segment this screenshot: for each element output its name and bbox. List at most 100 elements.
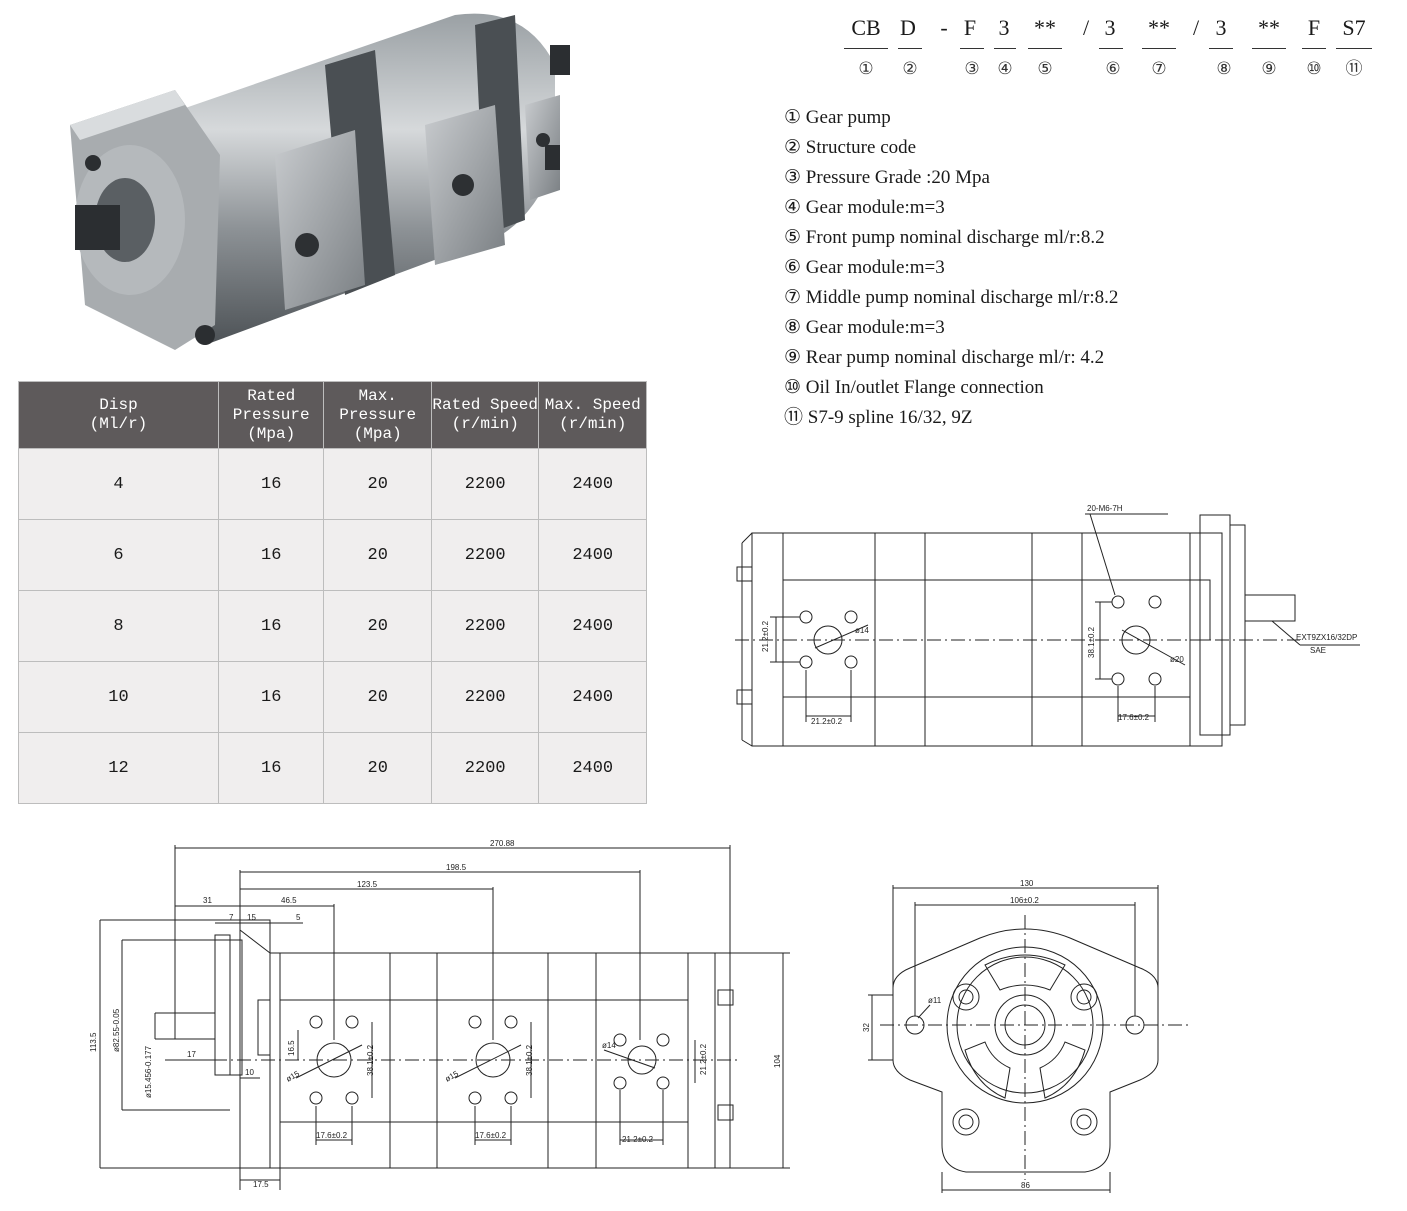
code-underline [1336,48,1372,49]
legend-number: ③ [784,167,802,188]
table-cell: 12 [18,732,219,804]
dim-label: 38.1±0.2 [1087,626,1096,658]
side-port-3 [603,1033,696,1145]
table-cell: 2400 [538,590,647,662]
table-cell: 20 [323,590,432,662]
code-part-cb: CB [851,15,881,40]
dim-label: ø14 [602,1041,616,1050]
dim-label: 86 [1021,1181,1030,1190]
code-underline [1252,48,1286,49]
legend-text: Rear pump nominal discharge ml/r: 4.2 [805,347,1105,368]
legend-text: S7-9 spline 16/32, 9Z [807,407,973,428]
dim-label: ø15 [444,1069,461,1084]
table-cell: 2400 [538,661,647,733]
legend-text: Oil In/outlet Flange connection [805,377,1044,398]
code-part-3c: 3 [1215,15,1227,40]
table-header-row: Disp(Ml/r) Rated Pressure(Mpa) Max. Pres… [18,381,647,449]
legend-item: ③ Pressure Grade :20 Mpa [784,163,1384,193]
table-cell: 2200 [430,448,540,520]
code-underline [898,48,922,49]
code-number: ① [858,59,874,78]
code-legend: ① Gear pump ② Structure code ③ Pressure … [784,103,1384,433]
legend-text: Pressure Grade :20 Mpa [805,167,990,188]
code-part-f: F [963,15,977,40]
dim-label: ø14 [855,626,869,635]
front-port [770,610,869,722]
column-header: Rated Speed(r/min) [430,381,540,449]
table-cell: 2400 [538,448,647,520]
legend-item: ⑨ Rear pump nominal discharge ml/r: 4.2 [784,343,1384,373]
code-number: ⑧ [1216,59,1232,78]
dim-label: ø15 [285,1069,302,1084]
legend-number: ④ [784,197,802,218]
table-row: 6 16 20 2200 2400 [18,519,647,591]
table-cell: 16 [217,661,325,733]
code-part-dash: - [940,15,948,40]
front-dimensions [868,885,1159,1193]
legend-number: ⑩ [784,377,802,398]
gear-pump-photo [70,13,570,350]
legend-item: ⑤ Front pump nominal discharge ml/r:8.2 [784,223,1384,253]
legend-number: ② [784,137,802,158]
code-number: ⑩ [1306,59,1322,78]
code-part-stars-a: ** [1034,15,1056,40]
dim-label: 21.2±0.2 [761,620,770,652]
code-part-3a: 3 [998,15,1010,40]
code-part-stars-c: ** [1258,15,1280,40]
code-number: ⑥ [1105,59,1121,78]
dim-label: 106±0.2 [1010,896,1039,905]
top-view-outline [735,514,1300,747]
column-header: Rated Pressure(Mpa) [217,381,325,449]
table-cell: 2200 [430,519,540,591]
legend-number: ⑪ [784,407,804,428]
table-cell: 16 [217,732,325,804]
side-view-drawing: 270.88 198.5 123.5 31 46.5 7 15 5 113.5 … [89,839,790,1190]
spline-note: EXT9ZX16/32DP [1296,633,1357,642]
dim-label: 38.1±0.2 [525,1044,534,1076]
dim-label: 17.6±0.2 [1118,713,1150,722]
dim-label: 21.2±0.2 [811,717,843,726]
dim-label: 123.5 [357,880,378,889]
code-part-slash-a: / [1082,15,1090,40]
dim-label: 15 [247,913,256,922]
table-row: 12 16 20 2200 2400 [18,732,647,804]
top-view-drawing: 20-M6-7H EXT9ZX16/32DP SAE 21.2±0.2 21.2… [735,504,1360,747]
table-cell: 20 [323,732,432,804]
dim-label: 21.2±0.2 [622,1135,654,1144]
dim-label: 31 [203,896,212,905]
code-underline [1028,48,1062,49]
legend-number: ① [784,107,802,128]
table-cell: 2200 [430,732,540,804]
column-header: Disp(Ml/r) [18,381,219,449]
column-header: Max. Pressure(Mpa) [323,381,432,449]
dim-label: 17.6±0.2 [475,1131,507,1140]
code-part-slash-b: / [1192,15,1200,40]
legend-number: ⑦ [784,287,802,308]
dim-label: 198.5 [446,863,467,872]
legend-item: ⑥ Gear module:m=3 [784,253,1384,283]
legend-item: ① Gear pump [784,103,1384,133]
code-number: ② [902,59,918,78]
legend-text: Gear module:m=3 [805,197,945,218]
legend-number: ⑥ [784,257,802,278]
table-row: 8 16 20 2200 2400 [18,590,647,662]
code-number: ⑤ [1037,59,1053,78]
legend-number: ⑤ [784,227,802,248]
side-view-outline [165,919,740,1169]
legend-text: Middle pump nominal discharge ml/r:8.2 [805,287,1119,308]
code-number: ⑨ [1261,59,1277,78]
dim-label: ø11 [928,996,942,1005]
code-part-stars-b: ** [1148,15,1170,40]
table-cell: 4 [18,448,219,520]
table-cell: 2200 [430,590,540,662]
code-underline [1099,48,1123,49]
legend-item: ② Structure code [784,133,1384,163]
legend-item: ⑧ Gear module:m=3 [784,313,1384,343]
code-number: ⑪ [1345,59,1363,78]
code-number: ④ [997,59,1013,78]
table-cell: 16 [217,590,325,662]
code-part-3b: 3 [1104,15,1116,40]
code-underline [1142,48,1176,49]
table-cell: 10 [18,661,219,733]
code-underline [1302,48,1326,49]
